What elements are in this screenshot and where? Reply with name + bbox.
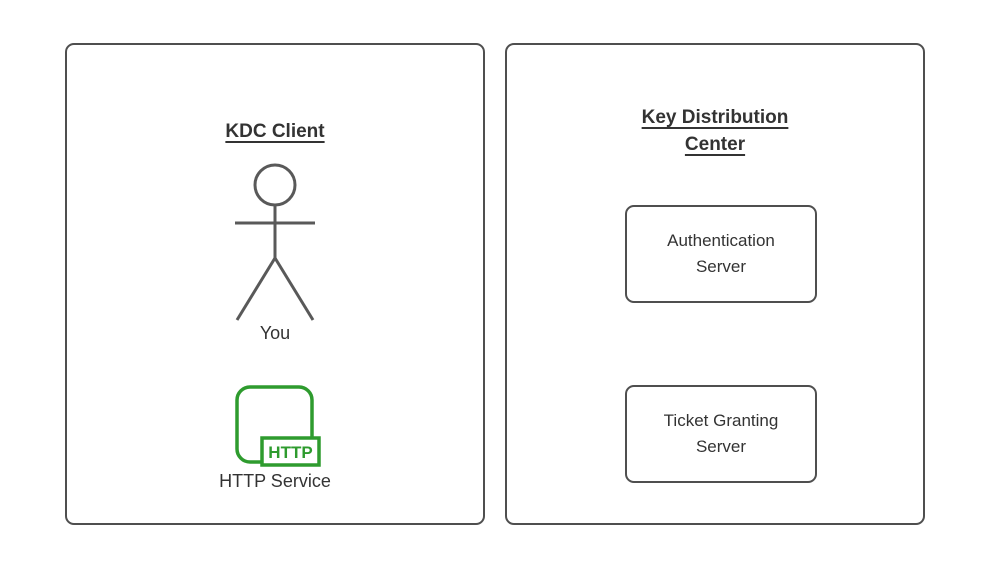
- ticket-granting-server-node: Ticket Granting Server: [625, 385, 817, 483]
- ticket-granting-server-label-line-1: Ticket Granting: [663, 411, 779, 430]
- kdc-client-title-text: KDC Client: [225, 120, 325, 142]
- actor-head: [253, 163, 297, 207]
- kdc-title-line-2: Center: [684, 133, 746, 155]
- kdc-client-panel: KDC Client You HTTP HTTP Service: [65, 43, 485, 525]
- authentication-server-label-line-1: Authentication: [667, 231, 775, 250]
- kdc-title-line-1: Key Distribution: [641, 106, 789, 128]
- http-badge-box: [260, 436, 321, 467]
- http-service-label: HTTP Service: [219, 471, 331, 491]
- actor-leg-right: [273, 257, 315, 321]
- ticket-granting-server-label-line-2: Server: [695, 437, 747, 456]
- kdc-client-title: KDC Client: [67, 118, 483, 145]
- authentication-server-node: Authentication Server: [625, 205, 817, 303]
- actor-label: You: [259, 323, 291, 343]
- actor-leg-left: [235, 257, 277, 321]
- authentication-server-label-line-2: Server: [695, 257, 747, 276]
- http-badge-label: HTTP: [268, 443, 312, 462]
- stick-figure-icon: [235, 163, 315, 321]
- http-service-icon: HTTP: [235, 385, 321, 467]
